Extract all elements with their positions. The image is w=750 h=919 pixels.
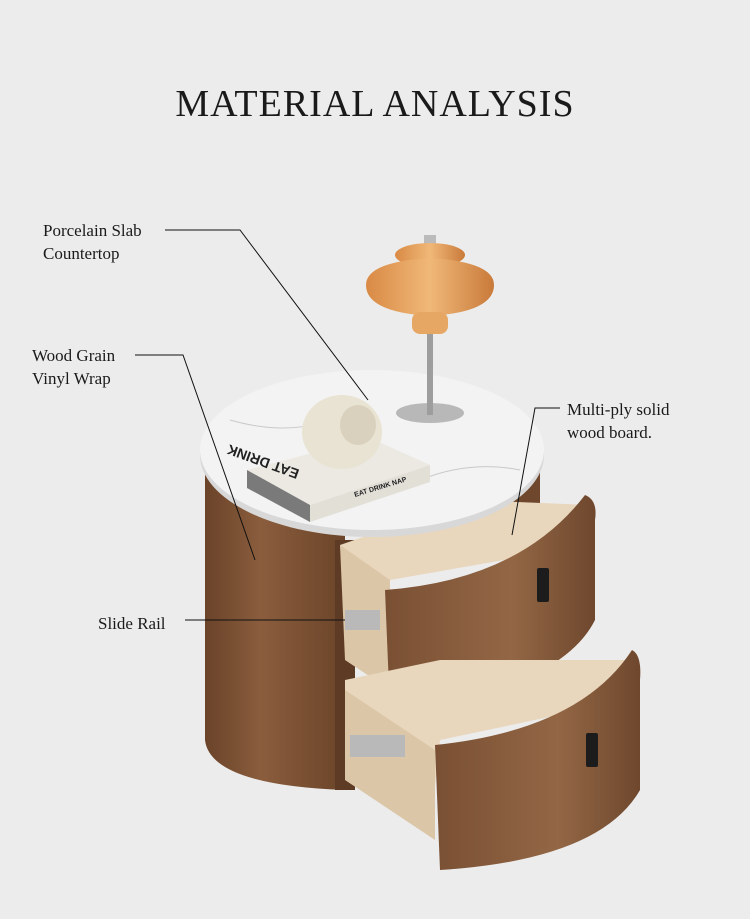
sculpture: [302, 395, 382, 469]
book: EAT DRINK NAP EAT DRINK: [225, 438, 430, 522]
callout-text: wood board.: [567, 423, 652, 442]
drawer-handle-icon: [537, 568, 549, 602]
callout-vinyl-wrap: Wood Grain Vinyl Wrap: [32, 344, 115, 390]
drawer-handle-icon: [586, 733, 598, 767]
callout-text: Vinyl Wrap: [32, 369, 111, 388]
callout-text: Porcelain Slab: [43, 221, 142, 240]
page-title: MATERIAL ANALYSIS: [175, 83, 575, 125]
callout-slide-rail: Slide Rail: [98, 612, 166, 635]
leader-lines: [135, 229, 560, 621]
lower-drawer: [345, 650, 641, 870]
slide-rail: [350, 735, 405, 757]
callout-text: Multi-ply solid: [567, 400, 670, 419]
callout-countertop: Porcelain Slab Countertop: [43, 219, 142, 265]
callout-text: Countertop: [43, 244, 120, 263]
callout-text: Wood Grain: [32, 346, 116, 365]
table-lamp: [366, 235, 494, 423]
callout-text: Slide Rail: [98, 614, 166, 633]
slide-rail: [345, 610, 380, 630]
callout-wood-board: Multi-ply solid wood board.: [567, 398, 669, 444]
upper-drawer: [340, 495, 596, 712]
